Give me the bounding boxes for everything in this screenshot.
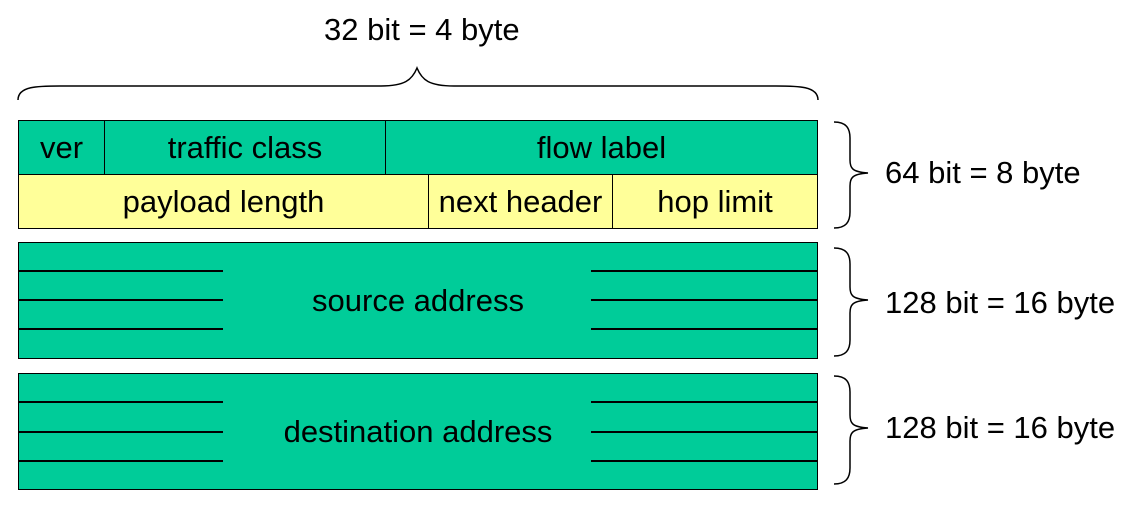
source-divider	[18, 328, 223, 330]
destination-divider	[591, 401, 818, 403]
destination-divider	[591, 431, 818, 433]
fixed-header-brace	[833, 121, 869, 229]
source-divider	[591, 299, 818, 301]
source-divider	[18, 299, 223, 301]
destination-brace	[833, 375, 869, 485]
destination-size-label: 128 bit = 16 byte	[885, 410, 1116, 445]
next-header-field: next header	[428, 174, 613, 229]
destination-divider	[18, 401, 223, 403]
source-divider	[591, 328, 818, 330]
source-divider	[591, 270, 818, 272]
payload-length-label: payload length	[122, 183, 325, 219]
hop-limit-label: hop limit	[657, 183, 773, 219]
destination-divider	[591, 460, 818, 462]
flow-label-label: flow label	[536, 129, 667, 165]
ver-label: ver	[39, 129, 84, 165]
destination-divider	[18, 460, 223, 462]
traffic-class-label: traffic class	[167, 129, 323, 165]
next-header-label: next header	[438, 183, 603, 219]
hop-limit-field: hop limit	[612, 174, 818, 229]
destination-divider	[18, 431, 223, 433]
flow-label-field: flow label	[385, 120, 818, 175]
source-divider	[18, 270, 223, 272]
ver-field: ver	[18, 120, 105, 175]
destination-address-label: destination address	[283, 413, 553, 449]
source-size-label: 128 bit = 16 byte	[885, 285, 1116, 320]
traffic-class-field: traffic class	[104, 120, 386, 175]
source-address-label: source address	[312, 282, 524, 318]
payload-length-field: payload length	[18, 174, 429, 229]
width-label: 32 bit = 4 byte	[324, 12, 520, 47]
source-brace	[833, 247, 869, 357]
fixed-header-size-label: 64 bit = 8 byte	[885, 155, 1081, 190]
